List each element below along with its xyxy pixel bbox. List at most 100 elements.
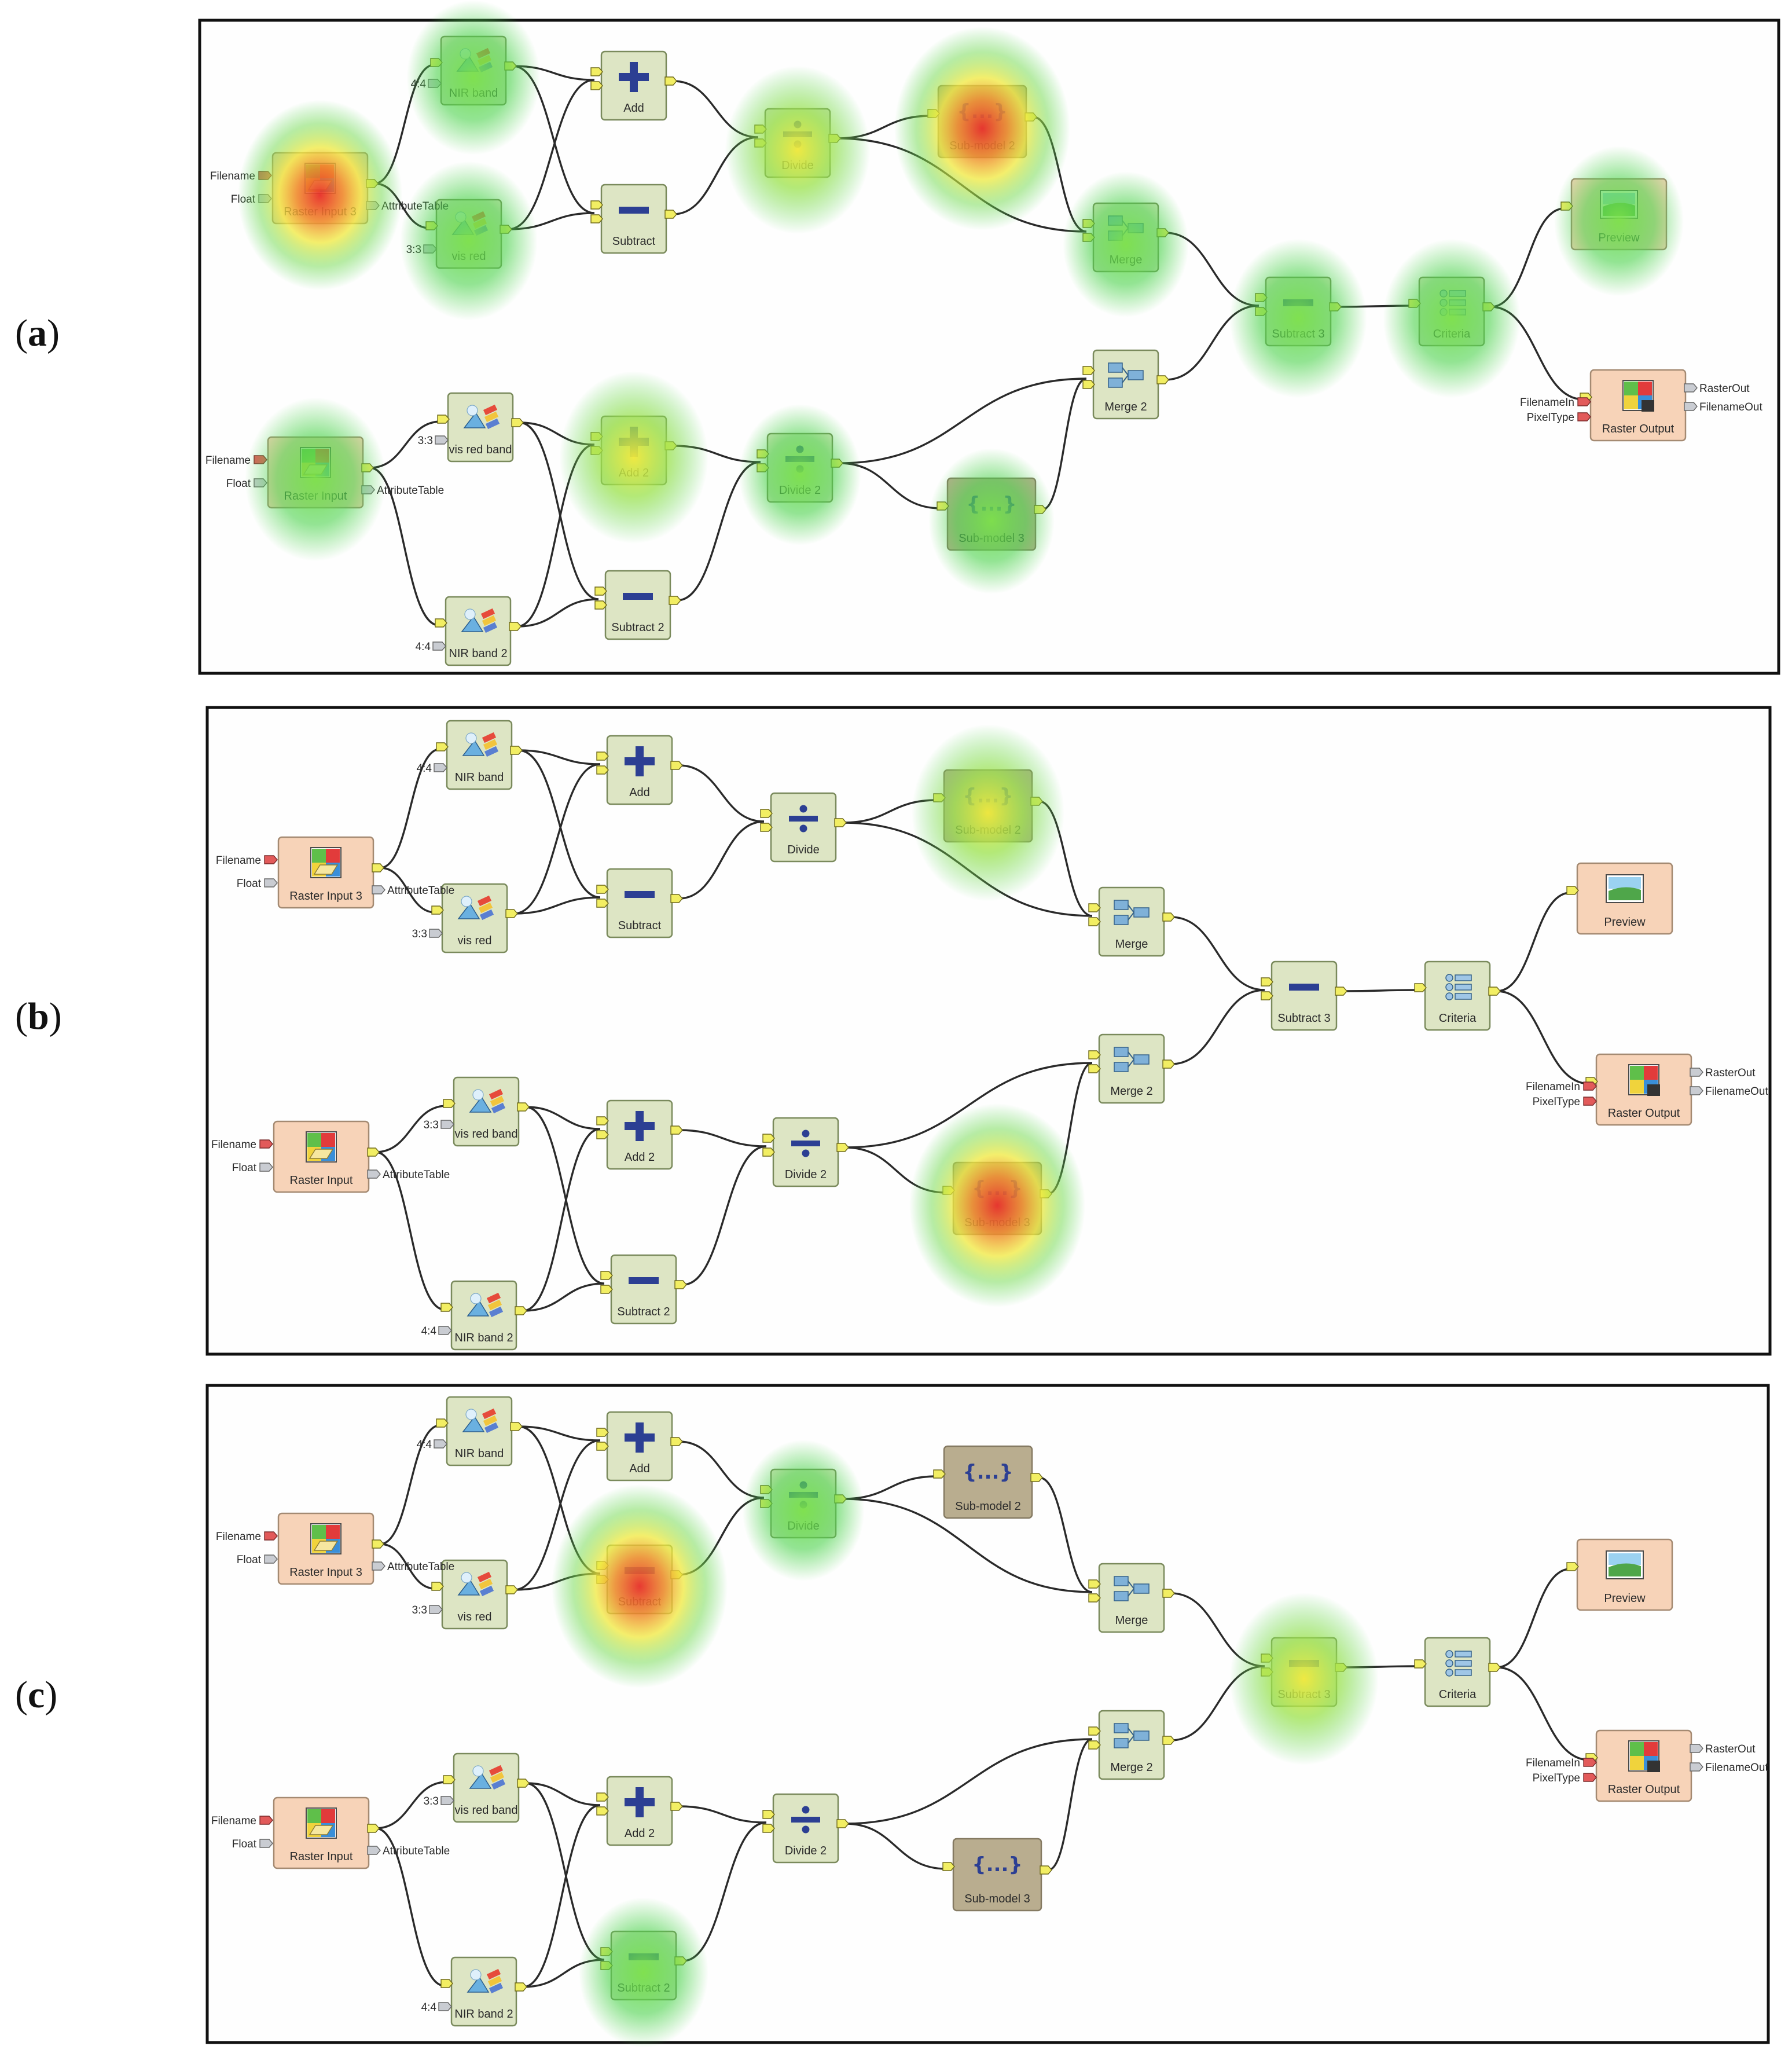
input-port[interactable]: [762, 1810, 775, 1819]
input-port[interactable]: [1414, 983, 1427, 992]
output-port[interactable]: [517, 1102, 530, 1112]
input-port[interactable]: [594, 586, 607, 596]
output-port[interactable]: [834, 818, 847, 827]
node-raster-input-3[interactable]: Raster Input 3: [277, 836, 384, 909]
input-port[interactable]: [440, 1979, 453, 1988]
node-subtract[interactable]: Subtract: [590, 184, 677, 254]
node-add-2[interactable]: Add 2: [596, 1776, 683, 1846]
output-port[interactable]: [515, 1306, 527, 1315]
output-port[interactable]: [670, 1437, 683, 1446]
output-port[interactable]: [664, 76, 677, 86]
node-vis-red[interactable]: vis red: [431, 1559, 518, 1630]
node-raster-input-3[interactable]: Raster Input 3: [277, 1512, 384, 1585]
node-raster-output[interactable]: Raster Output: [1580, 369, 1687, 442]
output-port[interactable]: [1030, 1473, 1043, 1482]
node-raster-output[interactable]: Raster Output: [1585, 1053, 1692, 1126]
output-port[interactable]: [1488, 1663, 1501, 1672]
node-sub-model-2[interactable]: {...}Sub-model 2: [933, 769, 1043, 843]
pixel-type-port[interactable]: [1583, 1773, 1597, 1782]
attribute-table-port[interactable]: [372, 885, 385, 894]
band-index-port[interactable]: [435, 435, 449, 445]
float-port[interactable]: [264, 878, 278, 888]
output-port[interactable]: [372, 1539, 384, 1549]
input-port[interactable]: [762, 1147, 775, 1157]
node-nir-band-2[interactable]: NIR band 2: [440, 1280, 527, 1351]
filename-port[interactable]: [258, 171, 272, 180]
node-divide[interactable]: Divide: [760, 792, 847, 863]
attribute-table-port[interactable]: [367, 1846, 381, 1855]
node-preview[interactable]: Preview: [1560, 178, 1668, 251]
input-port[interactable]: [596, 1806, 609, 1816]
attribute-table-port[interactable]: [372, 1561, 385, 1571]
node-merge-2[interactable]: Merge 2: [1082, 349, 1169, 420]
node-sub-model-2[interactable]: {...}Sub-model 2: [927, 85, 1037, 159]
pixel-type-port[interactable]: [1577, 412, 1591, 421]
input-port[interactable]: [443, 1775, 456, 1784]
input-port[interactable]: [435, 618, 447, 628]
output-port[interactable]: [670, 1802, 683, 1811]
node-add-2[interactable]: Add 2: [596, 1099, 683, 1170]
input-port[interactable]: [590, 81, 603, 90]
filename-port[interactable]: [254, 455, 267, 464]
input-port[interactable]: [443, 1099, 456, 1108]
input-port[interactable]: [760, 823, 773, 832]
node-nir-band[interactable]: NIR band: [436, 720, 523, 790]
node-nir-band-2[interactable]: NIR band 2: [440, 1956, 527, 2027]
output-port[interactable]: [664, 210, 677, 219]
input-port[interactable]: [596, 1792, 609, 1802]
node-sub-model-3[interactable]: {...}Sub-model 3: [942, 1161, 1052, 1235]
input-port[interactable]: [596, 765, 609, 775]
node-raster-input-3[interactable]: Raster Input 3: [271, 152, 379, 225]
input-port[interactable]: [596, 1130, 609, 1139]
raster-out-port[interactable]: [1690, 1068, 1703, 1077]
input-port[interactable]: [1082, 366, 1095, 375]
output-port[interactable]: [510, 746, 523, 755]
input-port[interactable]: [590, 67, 603, 76]
input-port[interactable]: [1566, 886, 1579, 895]
node-criteria[interactable]: Criteria: [1414, 960, 1501, 1031]
filename-port[interactable]: [264, 855, 278, 864]
input-port[interactable]: [942, 1862, 955, 1871]
input-port[interactable]: [440, 1303, 453, 1312]
output-port[interactable]: [1162, 1589, 1175, 1598]
input-port[interactable]: [1088, 1726, 1101, 1736]
output-port[interactable]: [1156, 375, 1169, 384]
input-port[interactable]: [590, 214, 603, 223]
attribute-table-port[interactable]: [367, 1169, 381, 1179]
node-subtract-3[interactable]: Subtract 3: [1255, 276, 1342, 347]
output-port[interactable]: [1162, 1059, 1175, 1069]
filename-port[interactable]: [264, 1531, 278, 1541]
output-port[interactable]: [1040, 1865, 1052, 1875]
float-port[interactable]: [259, 1839, 273, 1848]
output-port[interactable]: [515, 1982, 527, 1992]
input-port[interactable]: [1088, 1064, 1101, 1073]
input-port[interactable]: [1088, 1593, 1101, 1603]
node-divide-2[interactable]: Divide 2: [762, 1793, 849, 1864]
node-subtract-2[interactable]: Subtract 2: [594, 570, 681, 640]
output-port[interactable]: [1162, 1736, 1175, 1745]
input-port[interactable]: [596, 1428, 609, 1437]
float-port[interactable]: [264, 1554, 278, 1564]
filename-port[interactable]: [259, 1816, 273, 1825]
node-nir-band-2[interactable]: NIR band 2: [435, 596, 522, 666]
node-nir-band[interactable]: NIR band: [430, 35, 517, 106]
node-raster-output[interactable]: Raster Output: [1585, 1729, 1692, 1802]
output-port[interactable]: [372, 863, 384, 872]
node-divide[interactable]: Divide: [754, 108, 841, 178]
node-sub-model-2[interactable]: {...}Sub-model 2: [933, 1445, 1043, 1519]
band-index-port[interactable]: [429, 929, 443, 938]
band-index-port[interactable]: [429, 1605, 443, 1614]
input-port[interactable]: [436, 1418, 449, 1428]
output-port[interactable]: [510, 1422, 523, 1431]
input-port[interactable]: [596, 1442, 609, 1451]
band-index-port[interactable]: [438, 1326, 452, 1335]
node-merge[interactable]: Merge: [1088, 886, 1175, 957]
input-port[interactable]: [1414, 1659, 1427, 1669]
node-subtract-3[interactable]: Subtract 3: [1261, 960, 1347, 1031]
input-port[interactable]: [596, 885, 609, 894]
float-port[interactable]: [259, 1163, 273, 1172]
input-port[interactable]: [596, 1116, 609, 1125]
input-port[interactable]: [436, 742, 449, 751]
band-index-port[interactable]: [432, 641, 446, 651]
node-subtract-2[interactable]: Subtract 2: [600, 1254, 687, 1325]
